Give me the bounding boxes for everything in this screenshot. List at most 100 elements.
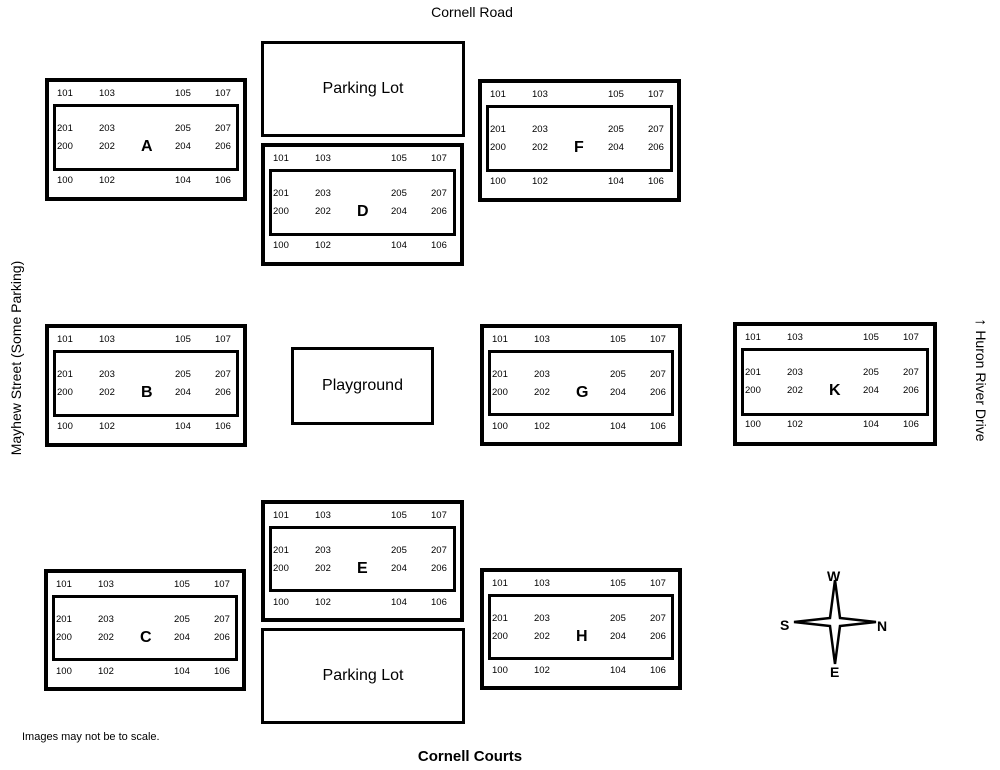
unit-number: 103 — [534, 334, 550, 345]
unit-number: 204 — [175, 141, 191, 152]
unit-number: 105 — [608, 89, 624, 100]
building-letter: C — [140, 629, 152, 646]
compass-label-bottom: E — [830, 664, 840, 680]
unit-number: 102 — [787, 419, 803, 430]
unit-number: 101 — [745, 332, 761, 343]
unit-number: 104 — [391, 597, 407, 608]
unit-number: 203 — [315, 545, 331, 556]
unit-number: 106 — [903, 419, 919, 430]
unit-number: 205 — [391, 545, 407, 556]
unit-number: 207 — [215, 369, 231, 380]
unit-number: 104 — [175, 175, 191, 186]
unit-number: 205 — [863, 367, 879, 378]
unit-number: 205 — [175, 123, 191, 134]
unit-number: 107 — [650, 578, 666, 589]
unit-number: 202 — [315, 206, 331, 217]
unit-number: 201 — [490, 124, 506, 135]
unit-number: 102 — [99, 175, 115, 186]
building-letter: E — [357, 560, 368, 577]
unit-number: 201 — [273, 188, 289, 199]
scale-note: Images may not be to scale. — [22, 731, 160, 743]
unit-number: 200 — [273, 563, 289, 574]
unit-number: 200 — [273, 206, 289, 217]
unit-number: 100 — [745, 419, 761, 430]
unit-number: 203 — [99, 123, 115, 134]
unit-number: 205 — [608, 124, 624, 135]
unit-number: 100 — [273, 240, 289, 251]
unit-number: 106 — [215, 421, 231, 432]
building-letter: K — [829, 382, 841, 399]
unit-number: 103 — [99, 88, 115, 99]
unit-number: 107 — [215, 88, 231, 99]
unit-number: 200 — [745, 385, 761, 396]
compass-label-right: N — [877, 618, 888, 634]
unit-number: 204 — [175, 387, 191, 398]
parking-lot-label: Parking Lot — [322, 80, 404, 97]
unit-number: 105 — [863, 332, 879, 343]
unit-number: 104 — [610, 665, 626, 676]
compass-label-left: S — [780, 617, 790, 633]
unit-number: 205 — [610, 369, 626, 380]
unit-number: 102 — [315, 597, 331, 608]
unit-number: 203 — [315, 188, 331, 199]
unit-number: 106 — [215, 175, 231, 186]
parking-lot-north: Parking Lot — [261, 41, 465, 137]
unit-number: 205 — [174, 614, 190, 625]
unit-number: 100 — [492, 665, 508, 676]
unit-number: 201 — [56, 614, 72, 625]
unit-number: 102 — [534, 421, 550, 432]
unit-number: 205 — [175, 369, 191, 380]
unit-number: 200 — [492, 631, 508, 642]
unit-number: 202 — [534, 631, 550, 642]
unit-number: 207 — [650, 369, 666, 380]
parking-lot-south: Parking Lot — [261, 628, 465, 724]
street-label-cornell-road: Cornell Road — [431, 4, 513, 20]
unit-number: 204 — [610, 631, 626, 642]
street-label-mayhew-street: Mayhew Street (Some Parking) — [8, 260, 24, 456]
compass-label-top: W — [827, 568, 841, 584]
compass-star-icon — [793, 579, 877, 665]
unit-number: 206 — [215, 141, 231, 152]
unit-number: 206 — [215, 387, 231, 398]
unit-number: 106 — [431, 597, 447, 608]
unit-number: 206 — [648, 142, 664, 153]
unit-number: 207 — [215, 123, 231, 134]
unit-number: 207 — [903, 367, 919, 378]
unit-number: 201 — [57, 123, 73, 134]
unit-number: 201 — [492, 369, 508, 380]
building-letter: H — [576, 628, 588, 645]
building-inner-block — [53, 350, 239, 417]
unit-number: 102 — [98, 666, 114, 677]
unit-number: 203 — [534, 613, 550, 624]
unit-number: 202 — [99, 141, 115, 152]
unit-number: 106 — [648, 176, 664, 187]
unit-number: 101 — [490, 89, 506, 100]
unit-number: 103 — [315, 153, 331, 164]
unit-number: 203 — [787, 367, 803, 378]
unit-number: 107 — [648, 89, 664, 100]
map-title: Cornell Courts — [417, 748, 523, 765]
unit-number: 200 — [57, 141, 73, 152]
unit-number: 105 — [391, 510, 407, 521]
parking-lot-label: Parking Lot — [322, 667, 404, 684]
unit-number: 206 — [214, 632, 230, 643]
unit-number: 104 — [175, 421, 191, 432]
building-letter: D — [357, 203, 369, 220]
unit-number: 100 — [492, 421, 508, 432]
unit-number: 105 — [175, 334, 191, 345]
unit-number: 104 — [174, 666, 190, 677]
unit-number: 200 — [56, 632, 72, 643]
building-inner-block — [53, 104, 239, 171]
unit-number: 101 — [57, 334, 73, 345]
building-letter: A — [141, 138, 153, 155]
unit-number: 103 — [532, 89, 548, 100]
unit-number: 106 — [650, 665, 666, 676]
unit-number: 205 — [610, 613, 626, 624]
unit-number: 204 — [174, 632, 190, 643]
building-inner-block — [269, 526, 456, 592]
